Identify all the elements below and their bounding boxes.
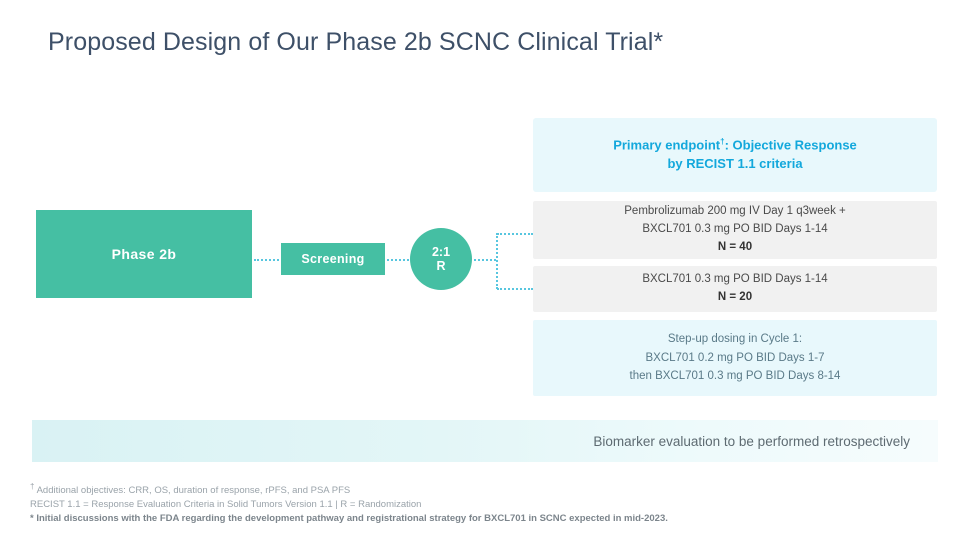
step-up-line1: Step-up dosing in Cycle 1: [667,333,803,346]
primary-endpoint-footnote-marker: † [720,136,725,146]
randomization-ratio: 2:1 [431,244,451,259]
phase-box-label: Phase 2b [111,246,177,262]
randomization-circle: 2:1 R [410,228,472,290]
primary-endpoint-line2: by RECIST 1.1 criteria [667,156,803,172]
connector-bracket-vertical [496,233,498,289]
footnotes: † Additional objectives: CRR, OS, durati… [30,481,930,525]
screening-box: Screening [281,243,385,275]
primary-endpoint-line1-after: : Objective Response [724,137,857,153]
step-up-dosing-box: Step-up dosing in Cycle 1: BXCL701 0.2 m… [533,320,937,396]
connector-screening-to-randomization [387,259,409,261]
footnote-line-2: RECIST 1.1 = Response Evaluation Criteri… [30,498,422,510]
randomization-letter: R [436,259,446,273]
primary-endpoint-box: Primary endpoint†: Objective Response by… [533,118,937,192]
treatment-arm-1-line2: BXCL701 0.3 mg PO BID Days 1-14 [642,223,828,236]
step-up-line2: BXCL701 0.2 mg PO BID Days 1-7 [645,351,825,364]
primary-endpoint-line1-before: Primary endpoint [613,137,721,153]
primary-endpoint-text: Primary endpoint†: Objective Response by… [593,136,877,174]
treatment-arm-2-text: BXCL701 0.3 mg PO BID Days 1-14 N = 20 [626,271,843,307]
connector-randomization-stem [474,259,496,261]
connector-to-arm-1 [497,233,533,235]
connector-to-arm-2 [497,288,533,290]
screening-box-label: Screening [301,252,365,266]
footnote-line-1: † Additional objectives: CRR, OS, durati… [30,481,930,498]
page-title: Proposed Design of Our Phase 2b SCNC Cli… [48,28,664,56]
footnote-line-3: * Initial discussions with the FDA regar… [30,512,668,524]
connector-phase-to-screening [254,259,279,261]
treatment-arm-1-n: N = 40 [717,240,753,253]
treatment-arm-1-line1: Pembrolizumab 200 mg IV Day 1 q3week + [624,205,846,218]
treatment-arm-2-line1: BXCL701 0.3 mg PO BID Days 1-14 [642,273,828,286]
step-up-line3: then BXCL701 0.3 mg PO BID Days 8-14 [629,370,841,383]
treatment-arm-1-text: Pembrolizumab 200 mg IV Day 1 q3week + B… [608,203,862,256]
footnote-marker-dagger: † [30,482,35,491]
biomarker-text: Biomarker evaluation to be performed ret… [593,433,910,449]
biomarker-bar: Biomarker evaluation to be performed ret… [32,420,938,462]
footnote-line-1-text: Additional objectives: CRR, OS, duration… [34,485,351,497]
phase-box: Phase 2b [36,210,252,298]
treatment-arm-1-box: Pembrolizumab 200 mg IV Day 1 q3week + B… [533,201,937,259]
treatment-arm-2-n: N = 20 [717,291,753,303]
treatment-arm-2-box: BXCL701 0.3 mg PO BID Days 1-14 N = 20 [533,266,937,312]
step-up-dosing-text: Step-up dosing in Cycle 1: BXCL701 0.2 m… [614,330,857,385]
